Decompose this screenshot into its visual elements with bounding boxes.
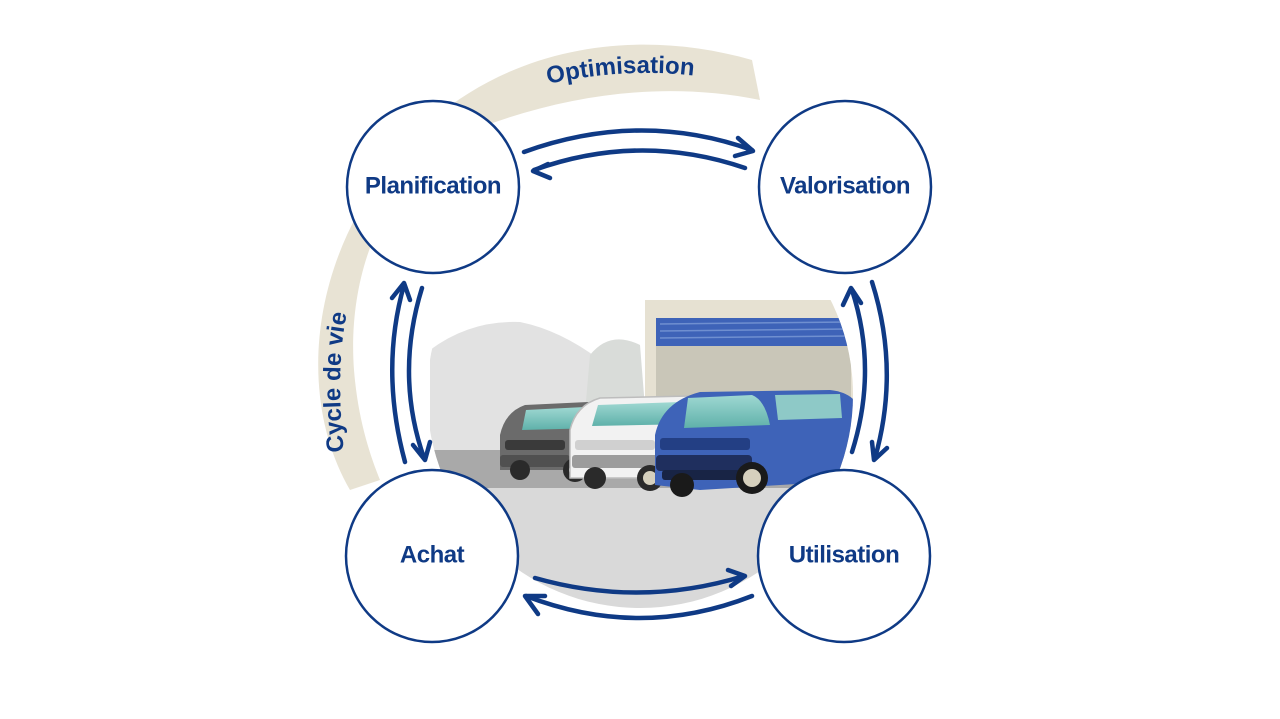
arrow-planning-to-valorisation — [521, 128, 756, 159]
node-purchase-label: Achat — [400, 541, 465, 568]
node-valorisation: Valorisation — [757, 99, 933, 275]
node-purchase: Achat — [344, 468, 520, 644]
node-planning-label: Planification — [365, 172, 501, 199]
arrow-planning-to-purchase — [406, 285, 433, 463]
arrow-valorisation-to-planning — [530, 148, 748, 181]
node-planning: Planification — [345, 99, 521, 275]
arrow-utilisation-to-valorisation — [840, 285, 868, 455]
node-utilisation: Utilisation — [756, 468, 932, 644]
node-utilisation-label: Utilisation — [789, 541, 900, 568]
arrow-purchase-to-planning — [389, 280, 413, 465]
node-valorisation-label: Valorisation — [780, 172, 910, 199]
van-blue — [655, 390, 853, 497]
arrow-utilisation-to-purchase — [522, 593, 755, 621]
arrow-valorisation-to-utilisation — [869, 279, 890, 463]
arrow-purchase-to-utilisation — [532, 567, 748, 595]
